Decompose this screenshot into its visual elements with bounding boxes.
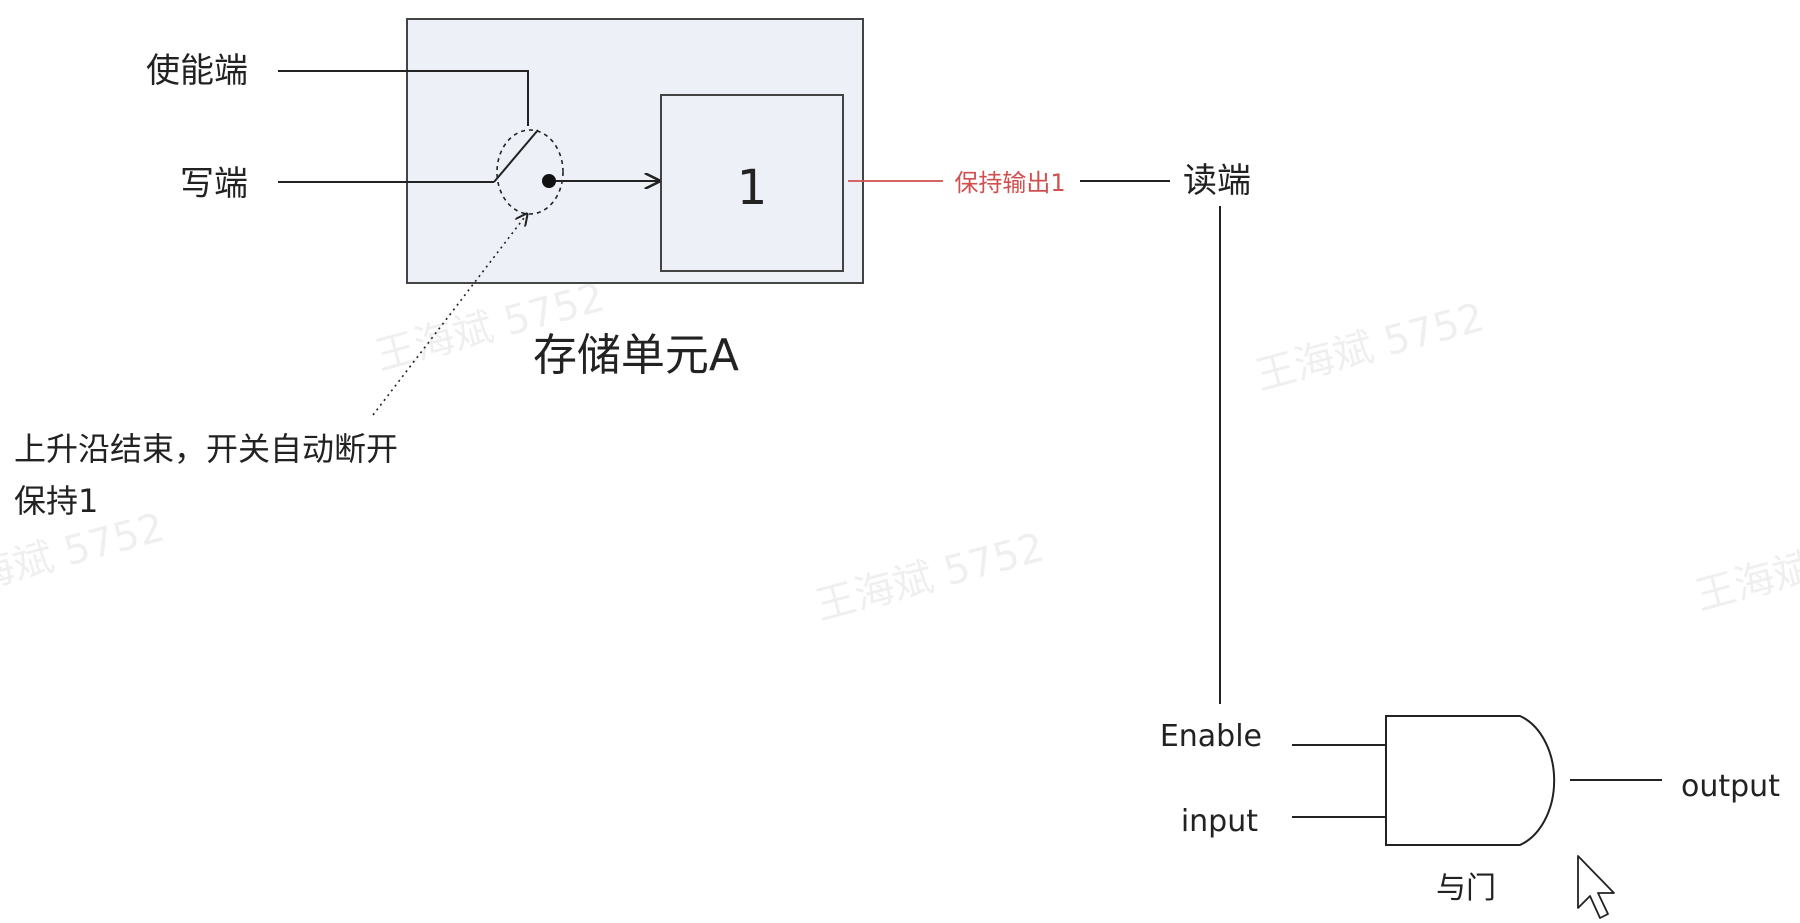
stored-value: 1 xyxy=(737,160,768,216)
watermark-4: 王海斌 5752 xyxy=(811,525,1049,630)
storage-value-box[interactable] xyxy=(660,94,844,272)
annotation-arrow xyxy=(372,214,527,416)
read-label: 读端 xyxy=(1183,161,1251,201)
switch-highlight-ellipse xyxy=(496,129,564,215)
and-gate-input-label: input xyxy=(1181,804,1258,839)
switch-contact xyxy=(542,174,556,188)
switch-lever xyxy=(493,129,539,183)
and-gate-body xyxy=(1385,715,1556,846)
enable-label: 使能端 xyxy=(146,51,248,91)
enable-wire xyxy=(278,70,529,126)
and-gate-enable-label: Enable xyxy=(1160,719,1262,754)
annotation-line2: 保持1 xyxy=(14,482,98,520)
and-gate-output-label: output xyxy=(1681,769,1780,804)
and-gate[interactable] xyxy=(1385,715,1556,846)
hold-output-label: 保持输出1 xyxy=(954,169,1065,197)
watermark-3: 王海斌 5752 xyxy=(0,505,169,610)
and-gate-name: 与门 xyxy=(1436,871,1496,906)
switch[interactable] xyxy=(493,129,564,215)
watermark-2: 王海斌 5752 xyxy=(1251,295,1489,400)
mouse-cursor-icon xyxy=(1577,855,1615,919)
write-label: 写端 xyxy=(180,164,248,204)
watermark-5: 王海斌 5752 xyxy=(1691,515,1800,620)
annotation-line1: 上升沿结束，开关自动断开 xyxy=(14,430,398,468)
memory-cell-title: 存储单元A xyxy=(533,330,739,381)
